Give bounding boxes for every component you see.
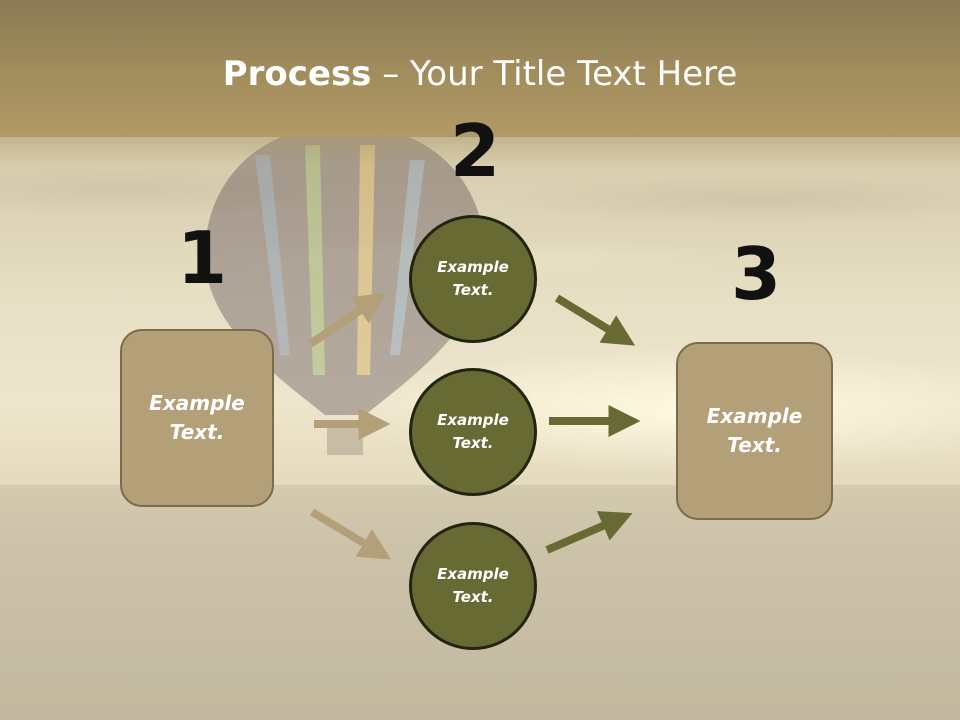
arrow-to-circle-top [307, 292, 387, 348]
process-circle-bottom: Example Text. [409, 522, 537, 650]
title-bar [0, 0, 960, 137]
circle-text: Example Text. [437, 411, 509, 452]
arrow-from-circle-top [554, 294, 636, 346]
step-number-2: 2 [450, 109, 501, 193]
process-circle-top: Example Text. [409, 215, 537, 343]
right-text-box: Example Text. [676, 342, 833, 520]
step-number-3: 3 [731, 232, 782, 316]
arrow-from-circle-bottom [545, 511, 633, 554]
slide-title: Process – Your Title Text Here [0, 52, 960, 96]
process-circle-middle: Example Text. [409, 368, 537, 496]
left-text-box: Example Text. [120, 329, 274, 507]
hot-air-balloon-image [205, 125, 485, 455]
right-box-text: Example Text. [706, 404, 803, 457]
circle-text: Example Text. [437, 565, 509, 606]
title-bar-shadow [0, 137, 960, 167]
arrow-to-circle-bottom [309, 508, 392, 560]
title-rest-text: – Your Title Text Here [371, 54, 738, 94]
title-bold-text: Process [222, 54, 372, 94]
step-number-1: 1 [177, 216, 228, 300]
left-box-text: Example Text. [149, 391, 245, 444]
circle-text: Example Text. [437, 258, 509, 299]
